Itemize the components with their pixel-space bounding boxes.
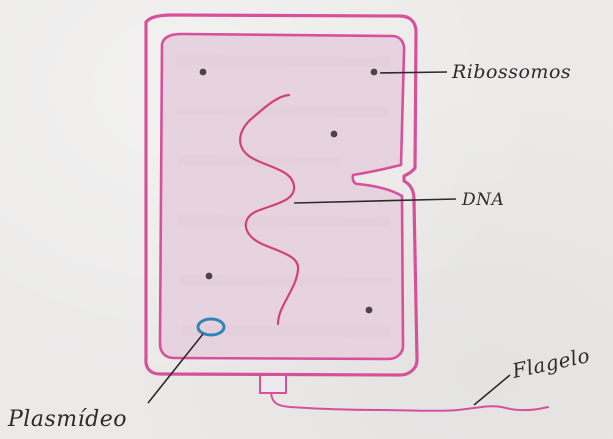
ribosome-dot [370,68,378,76]
flagelo-leader-line [473,374,511,406]
ribosome-dot [205,272,213,280]
plasmid-ring [196,317,226,337]
label-dna: DNA [461,190,504,210]
ribosome-dot [199,68,207,76]
ribosome-dot [365,306,373,314]
label-plasmideo: Plasmídeo [7,407,127,432]
flagellum [270,392,549,412]
ribosome-dot [330,130,338,138]
dna-strand [239,93,300,326]
plasmideo-leader-line [147,333,204,404]
dna-leader-line [293,198,457,204]
flagellum-base [259,374,287,394]
cell-wall [144,13,419,377]
ribossomos-leader-line [379,71,448,74]
cell-membrane [158,32,406,361]
label-flagelo: Flagelo [509,343,592,383]
label-ribossomos: Ribossomos [451,61,571,83]
